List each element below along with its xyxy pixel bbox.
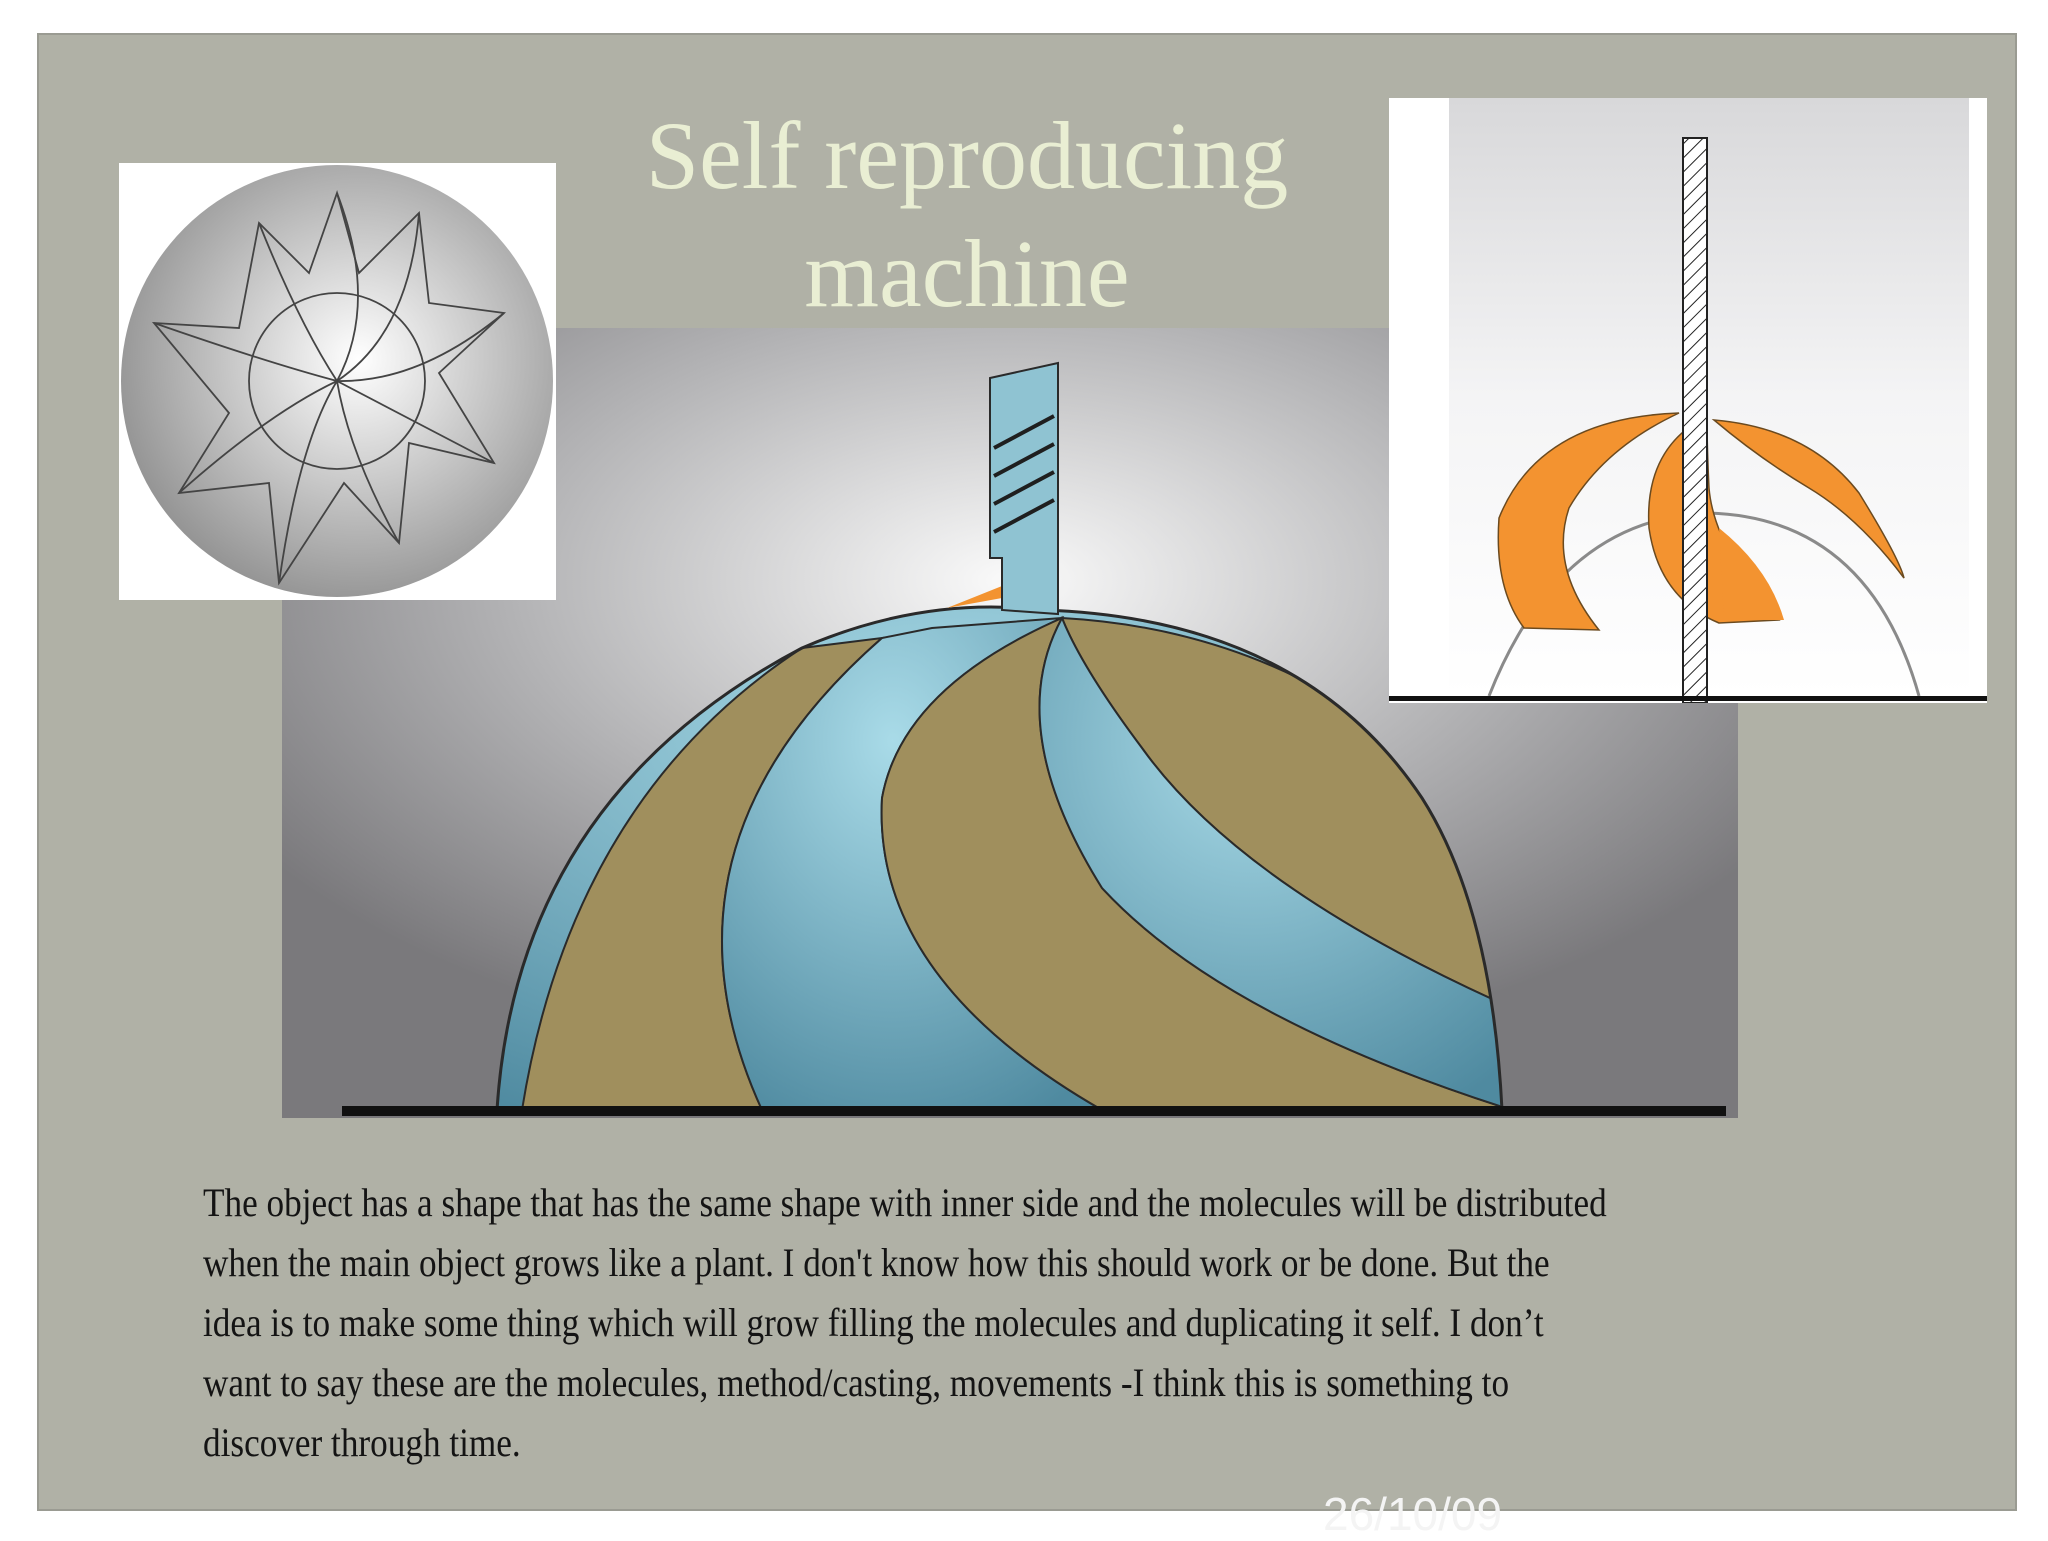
body-paragraph: The object has a shape that has the same…: [203, 1173, 1769, 1473]
title-line-2: machine: [804, 220, 1130, 327]
body-line: discover through time.: [203, 1420, 521, 1465]
slide-title: Self reproducing machine: [557, 97, 1377, 333]
body-line: want to say these are the molecules, met…: [203, 1360, 1510, 1405]
body-line: The object has a shape that has the same…: [203, 1180, 1607, 1225]
body-line: when the main object grows like a plant.…: [203, 1240, 1550, 1285]
title-line-1: Self reproducing: [645, 102, 1289, 209]
slide: Self reproducing machine The object has …: [37, 33, 2017, 1540]
slide-date: 26/10/09: [1323, 1488, 1503, 1540]
body-line: idea is to make some thing which will gr…: [203, 1300, 1544, 1345]
spiral-blade-side-view-diagram: [1389, 98, 1987, 703]
star-top-view-diagram: [119, 163, 556, 600]
